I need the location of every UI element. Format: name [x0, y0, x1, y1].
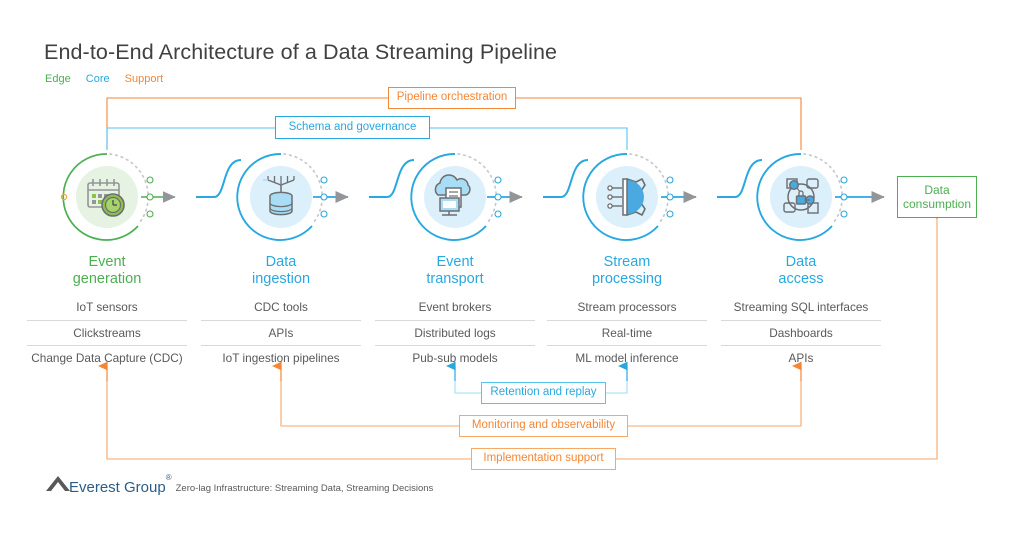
stage-title: Event transport — [426, 254, 484, 287]
brand-name: Everest Group® — [69, 473, 172, 496]
flow-curve-3 — [543, 159, 589, 198]
retention-line-left — [454, 380, 481, 394]
legend-item-edge: Edge — [45, 73, 71, 85]
annotation-pipeline-orchestration[interactable]: Pipeline orchestration — [388, 87, 516, 109]
legend-item-support: Support — [124, 73, 164, 85]
list-item: Clickstreams — [27, 319, 187, 346]
calendar-clock-icon — [87, 179, 125, 217]
stage-item-list: CDC tools APIs IoT ingestion pipelines — [201, 295, 361, 371]
list-item: Event brokers — [418, 300, 492, 314]
stage-icon-area — [57, 147, 157, 247]
list-item: Pub-sub models — [375, 345, 535, 371]
footer: Everest Group® Zero-lag Infrastructure: … — [45, 472, 433, 495]
stage-item-list: IoT sensors Clickstreams Change Data Cap… — [27, 295, 187, 371]
orchestration-line-right — [516, 97, 802, 150]
stage-title: Event generation — [72, 254, 142, 287]
data-consumption-box[interactable]: Data consumption — [897, 176, 977, 218]
stage-event-generation[interactable]: Event generation IoT sensors Clickstream… — [27, 147, 187, 371]
list-item: Change Data Capture (CDC) — [27, 345, 187, 371]
annotation-implementation-support[interactable]: Implementation support — [471, 448, 616, 470]
schema-line-right — [430, 127, 628, 150]
legend: Edge Core Support — [45, 73, 175, 85]
stage-item-list: Event brokers Distributed logs Pub-sub m… — [375, 295, 535, 371]
legend-item-core: Core — [85, 73, 110, 85]
annotation-schema-and-governance[interactable]: Schema and governance — [275, 116, 430, 139]
list-item: Real-time — [547, 319, 707, 346]
monitoring-line-left — [280, 380, 459, 427]
flow-curve-2 — [369, 159, 415, 198]
stage-title: Stream processing — [591, 254, 663, 287]
stage-icon-area — [405, 147, 505, 247]
stage-title: Data access — [778, 254, 824, 287]
cloud-document-icon — [434, 174, 471, 216]
list-item: APIs — [721, 345, 881, 371]
flow-curve-1 — [196, 159, 242, 198]
stage-title: Data ingestion — [251, 254, 311, 287]
list-item: APIs — [201, 319, 361, 346]
annotation-retention-and-replay[interactable]: Retention and replay — [481, 382, 606, 404]
stage-event-transport[interactable]: Event transport Event brokers Distribute… — [375, 147, 535, 371]
gear-stream-icon — [607, 178, 646, 216]
output-line-2: consumption — [902, 197, 972, 211]
list-item: CDC tools — [254, 300, 308, 314]
data-access-lock-icon — [783, 178, 819, 214]
list-item: IoT ingestion pipelines — [201, 345, 361, 371]
stage-data-access[interactable]: Data access Streaming SQL interfaces Das… — [721, 147, 881, 371]
list-item: Stream processors — [577, 300, 677, 314]
list-item: Dashboards — [721, 319, 881, 346]
list-item: Streaming SQL interfaces — [733, 300, 869, 314]
monitoring-line-right — [628, 380, 802, 427]
stage-icon-area — [231, 147, 331, 247]
database-ingest-icon — [263, 176, 295, 216]
schema-line-left — [106, 127, 275, 150]
list-item: ML model inference — [547, 345, 707, 371]
list-item: Distributed logs — [375, 319, 535, 346]
implementation-line-right — [616, 218, 938, 460]
stage-item-list: Streaming SQL interfaces Dashboards APIs — [721, 295, 881, 371]
stage-icon-area — [577, 147, 677, 247]
retention-line-right — [606, 380, 628, 394]
annotation-monitoring-and-observability[interactable]: Monitoring and observability — [459, 415, 628, 437]
everest-logo-icon — [46, 476, 70, 491]
list-item: IoT sensors — [76, 300, 138, 314]
footer-tagline: Zero-lag Infrastructure: Streaming Data,… — [175, 483, 434, 494]
implementation-line-left — [106, 380, 471, 460]
page-title: End-to-End Architecture of a Data Stream… — [44, 40, 558, 64]
stage-stream-processing[interactable]: Stream processing Stream processors Real… — [547, 147, 707, 371]
stage-item-list: Stream processors Real-time ML model inf… — [547, 295, 707, 371]
flow-curve-4 — [717, 159, 763, 198]
output-line-1: Data — [924, 182, 950, 197]
stage-icon-area — [751, 147, 851, 247]
stage-data-ingestion[interactable]: Data ingestion CDC tools APIs IoT ingest… — [201, 147, 361, 371]
